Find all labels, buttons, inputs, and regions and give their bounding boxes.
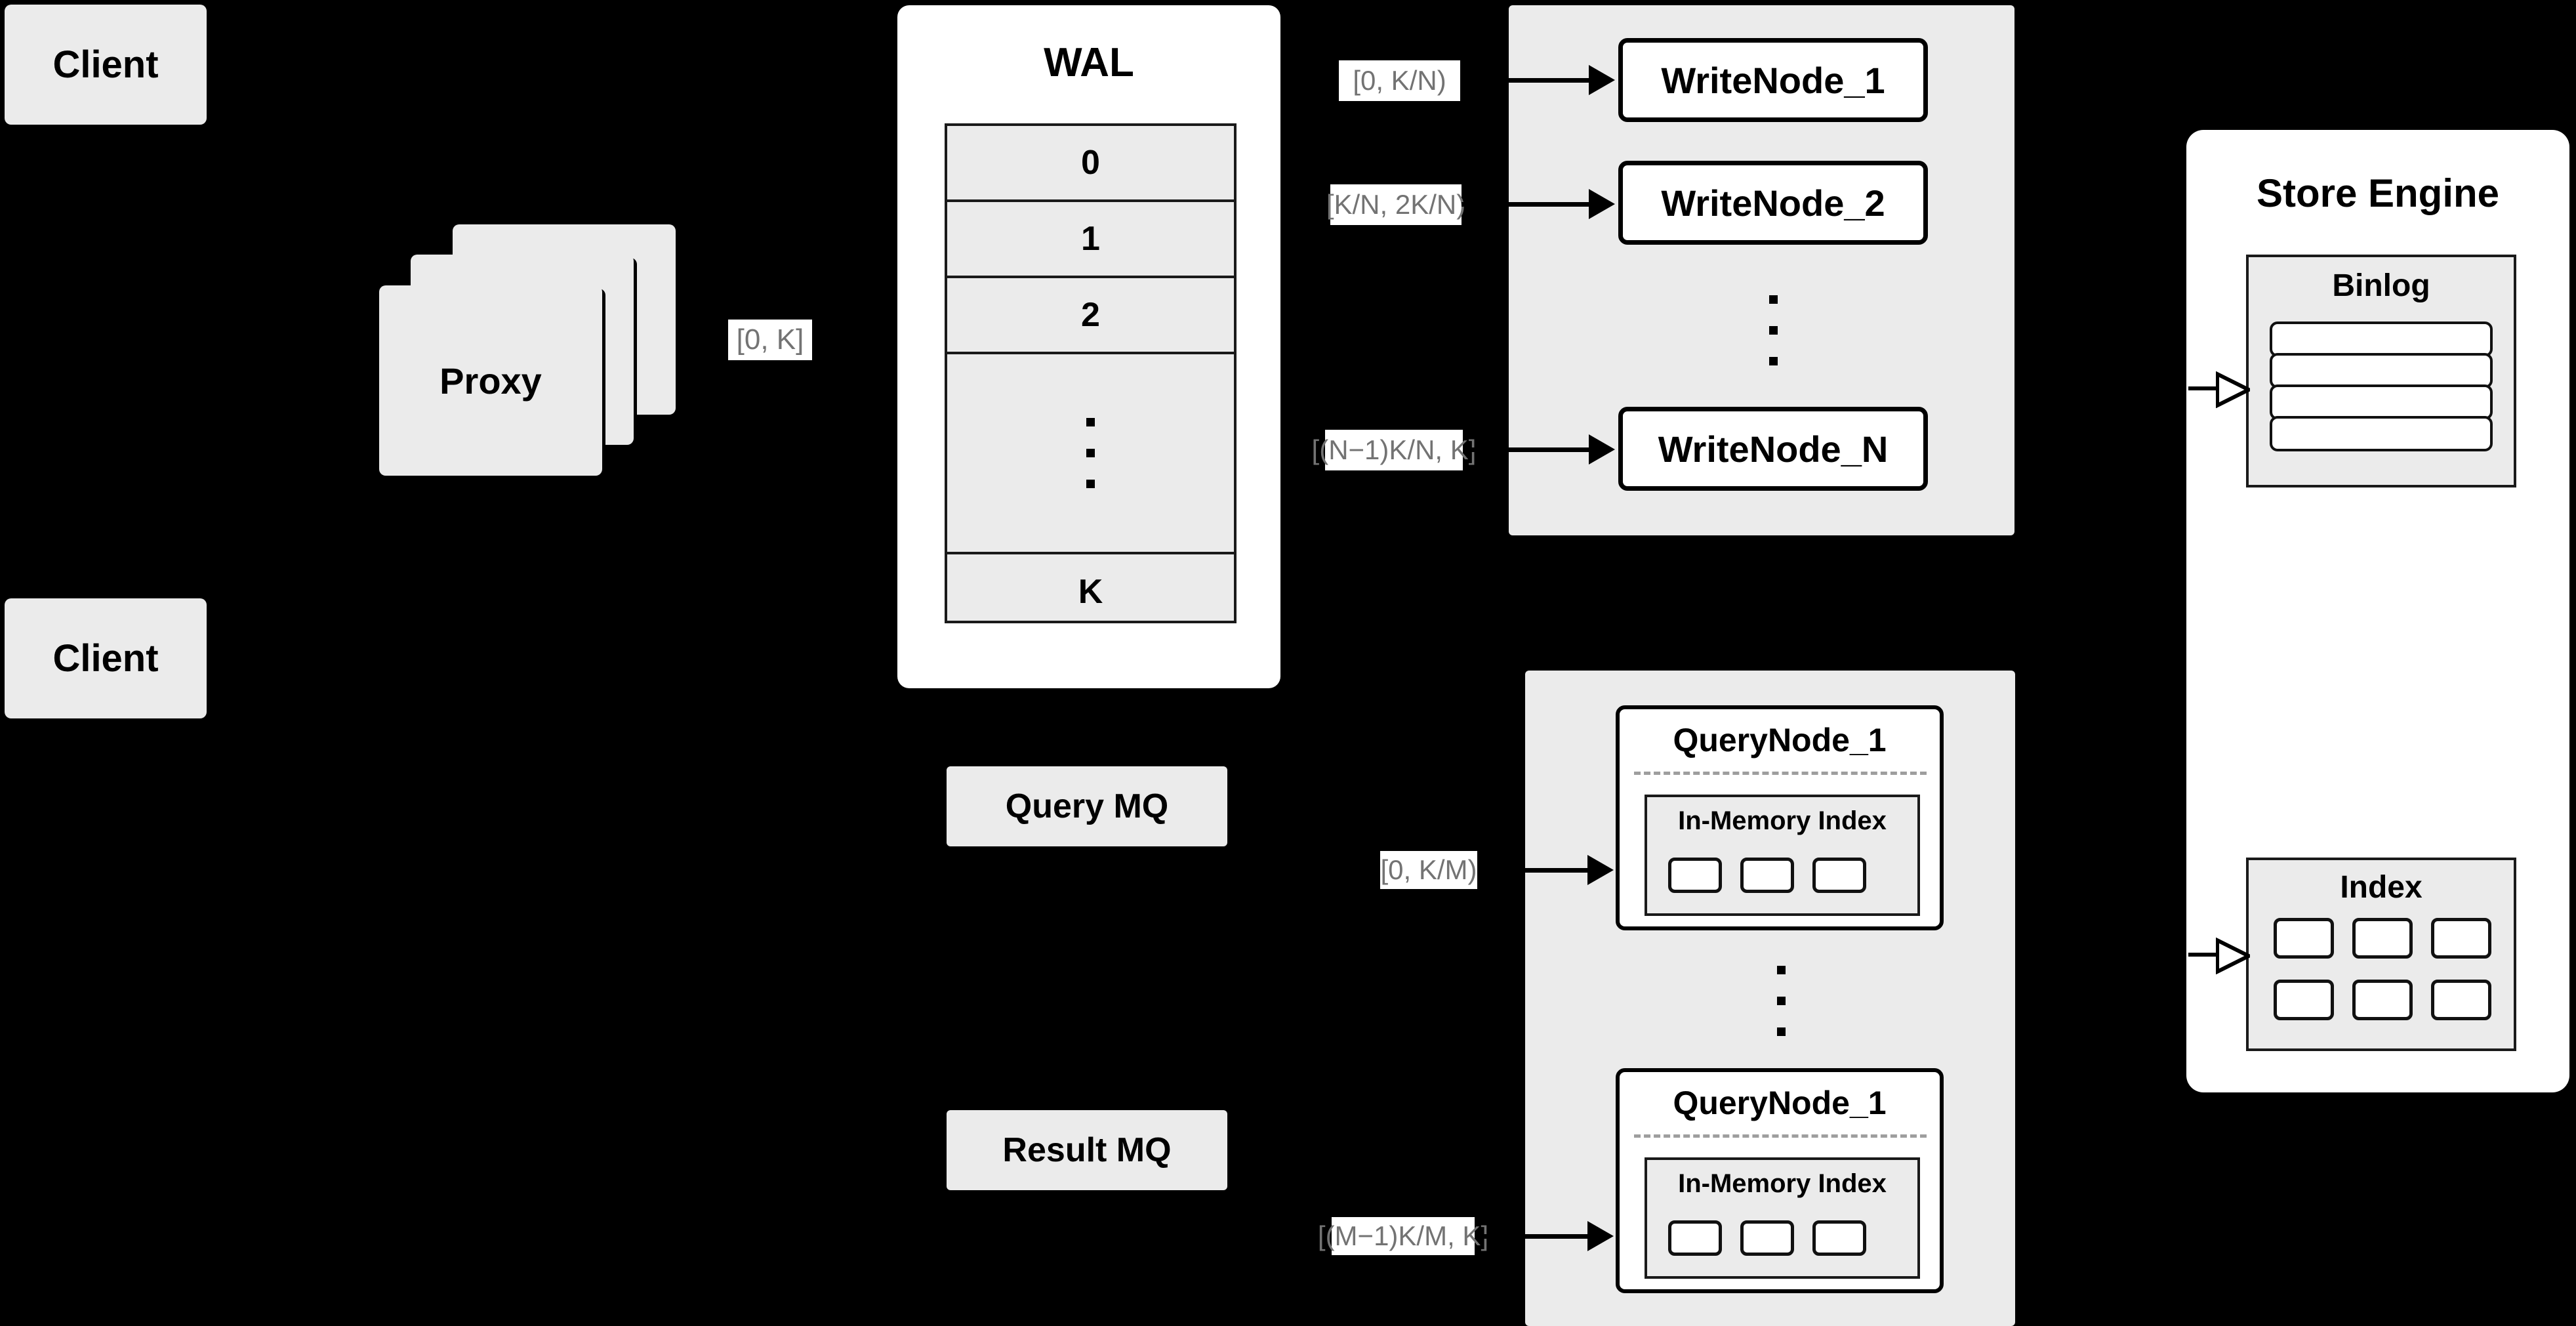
index-segment[interactable] bbox=[1668, 1220, 1722, 1256]
in-memory-index-label: In-Memory Index bbox=[1678, 806, 1887, 835]
query-node-separator bbox=[1634, 1134, 1927, 1138]
wal-entry[interactable]: 0 bbox=[947, 126, 1234, 202]
proxy-label: Proxy bbox=[440, 360, 542, 402]
wal-entry-ellipsis bbox=[947, 354, 1234, 554]
edge-label-query-node-m: [(M−1)K/M, K] bbox=[1318, 1217, 1488, 1255]
index-chip[interactable] bbox=[2431, 918, 2491, 959]
proxy-card-front[interactable]: Proxy bbox=[379, 285, 602, 476]
edge-query-node-m bbox=[1475, 1234, 1590, 1239]
arrowhead-query-node-m bbox=[1587, 1221, 1614, 1251]
index-segment[interactable] bbox=[1812, 858, 1866, 893]
arrowhead-store-index-icon bbox=[2216, 938, 2250, 974]
ellipsis-dot bbox=[1086, 449, 1095, 457]
binlog-record[interactable] bbox=[2270, 384, 2493, 420]
index-chip[interactable] bbox=[2352, 980, 2413, 1020]
binlog-record[interactable] bbox=[2270, 353, 2493, 388]
in-memory-index-m: In-Memory Index bbox=[1645, 1157, 1920, 1279]
arrowhead-write-node-2 bbox=[1589, 189, 1615, 219]
write-node-1[interactable]: WriteNode_1 bbox=[1618, 38, 1928, 122]
wal-entry[interactable]: 2 bbox=[947, 278, 1234, 354]
query-node-label: QueryNode_1 bbox=[1673, 1085, 1887, 1121]
result-mq-node[interactable]: Result MQ bbox=[947, 1110, 1227, 1190]
edge-write-node-2 bbox=[1462, 202, 1591, 207]
index-chip[interactable] bbox=[2352, 918, 2413, 959]
arrowhead-binlog-icon bbox=[2216, 371, 2250, 408]
index-segment[interactable] bbox=[1668, 858, 1722, 893]
write-node-n[interactable]: WriteNode_N bbox=[1618, 407, 1928, 491]
ellipsis-dot bbox=[1086, 418, 1095, 426]
query-cluster-ellipsis bbox=[1772, 945, 1789, 1056]
ellipsis-dot bbox=[1768, 325, 1778, 335]
query-node-1[interactable]: QueryNode_1 In-Memory Index bbox=[1616, 705, 1944, 930]
store-engine-title: Store Engine bbox=[2256, 171, 2500, 215]
edge-label-query-node-1: [0, K/M) bbox=[1380, 851, 1477, 889]
binlog-record[interactable] bbox=[2270, 416, 2493, 451]
client-label: Client bbox=[52, 43, 159, 86]
binlog-record[interactable] bbox=[2270, 321, 2493, 357]
wal-title: WAL bbox=[1044, 40, 1134, 85]
store-index-panel: Index bbox=[2246, 858, 2516, 1051]
ellipsis-dot bbox=[1768, 356, 1778, 365]
query-node-label: QueryNode_1 bbox=[1673, 722, 1887, 758]
ellipsis-dot bbox=[1776, 1027, 1786, 1036]
edge-write-node-1 bbox=[1460, 78, 1591, 83]
client-node-2[interactable]: Client bbox=[5, 598, 207, 718]
wal-entry[interactable]: 1 bbox=[947, 202, 1234, 278]
client-node-1[interactable]: Client bbox=[5, 5, 207, 125]
wal-entry[interactable]: K bbox=[1078, 572, 1103, 611]
in-memory-index-1: In-Memory Index bbox=[1645, 795, 1920, 916]
edge-query-node-1 bbox=[1477, 868, 1590, 873]
query-mq-node[interactable]: Query MQ bbox=[947, 766, 1227, 846]
index-segment[interactable] bbox=[1740, 858, 1794, 893]
arrowhead-write-node-1 bbox=[1589, 65, 1615, 95]
write-cluster-ellipsis bbox=[1765, 274, 1782, 386]
edge-to-store-index bbox=[2188, 953, 2220, 957]
index-segment[interactable] bbox=[1740, 1220, 1794, 1256]
index-segment[interactable] bbox=[1812, 1220, 1866, 1256]
wal-entry-list: 0 1 2 K bbox=[945, 123, 1237, 623]
edge-label-write-node-1: [0, K/N) bbox=[1339, 60, 1460, 101]
ellipsis-dot bbox=[1776, 996, 1786, 1005]
ellipsis-dot bbox=[1776, 965, 1786, 974]
binlog-title: Binlog bbox=[2332, 268, 2430, 303]
binlog-panel: Binlog bbox=[2246, 255, 2516, 487]
client-label: Client bbox=[52, 637, 159, 680]
index-chip[interactable] bbox=[2431, 980, 2491, 1020]
write-node-2[interactable]: WriteNode_2 bbox=[1618, 161, 1928, 245]
index-chip[interactable] bbox=[2274, 918, 2334, 959]
edge-label-write-node-n: [(N−1)K/N, K] bbox=[1312, 430, 1476, 470]
ellipsis-dot bbox=[1768, 295, 1778, 304]
query-node-m[interactable]: QueryNode_1 In-Memory Index bbox=[1616, 1068, 1944, 1293]
in-memory-index-label: In-Memory Index bbox=[1678, 1169, 1887, 1198]
index-chip[interactable] bbox=[2274, 980, 2334, 1020]
proxy-stack[interactable]: Proxy bbox=[367, 210, 695, 476]
edge-label-proxy-to-wal: [0, K] bbox=[728, 320, 812, 360]
arrowhead-query-node-1 bbox=[1587, 855, 1614, 885]
edge-label-write-node-2: [K/N, 2K/N) bbox=[1326, 184, 1465, 225]
arrowhead-write-node-n bbox=[1589, 434, 1615, 465]
ellipsis-dot bbox=[1086, 480, 1095, 488]
query-node-separator bbox=[1634, 772, 1927, 775]
edge-write-node-n bbox=[1463, 447, 1591, 452]
store-index-title: Index bbox=[2340, 870, 2423, 905]
edge-to-binlog bbox=[2188, 386, 2220, 390]
